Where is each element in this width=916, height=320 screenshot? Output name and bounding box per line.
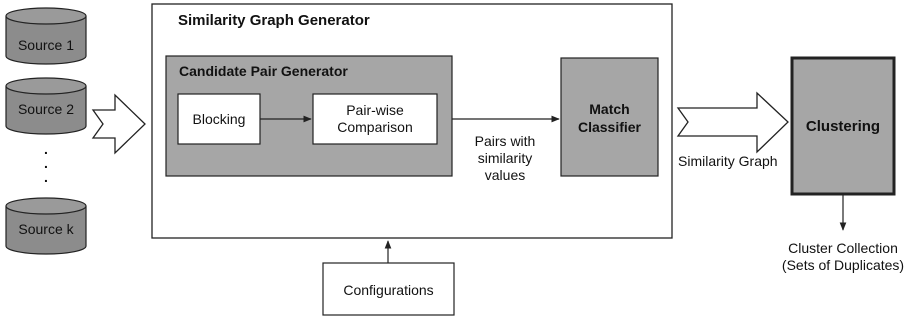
comparison-box bbox=[312, 93, 438, 145]
candidate-pair-generator-title: Candidate Pair Generator bbox=[179, 63, 348, 79]
pairs-with-similarity-label: Pairs with similarity values bbox=[474, 133, 536, 183]
match-classifier-label: Match Classifier bbox=[577, 101, 642, 135]
sources-ellipsis: . . . bbox=[44, 141, 48, 185]
source-1-label: Source 1 bbox=[17, 37, 75, 53]
blocking-label: Blocking bbox=[192, 111, 246, 127]
source-k-cylinder bbox=[5, 197, 87, 255]
cluster-collection-label: Cluster Collection (Sets of Duplicates) bbox=[781, 240, 905, 273]
comparison-label: Pair-wise Comparison bbox=[337, 102, 413, 135]
clustering-label: Clustering bbox=[805, 118, 881, 135]
source-2-cylinder bbox=[5, 77, 87, 135]
similarity-graph-generator-title: Similarity Graph Generator bbox=[178, 12, 370, 29]
source-k-label: Source k bbox=[18, 221, 74, 237]
source-1-cylinder bbox=[5, 7, 87, 65]
match-classifier-box bbox=[560, 57, 659, 177]
configurations-label: Configurations bbox=[343, 282, 434, 298]
similarity-graph-block-arrow bbox=[676, 91, 789, 154]
source-2-label: Source 2 bbox=[17, 101, 75, 117]
input-block-arrow bbox=[91, 93, 146, 155]
similarity-graph-label: Similarity Graph bbox=[678, 153, 778, 169]
